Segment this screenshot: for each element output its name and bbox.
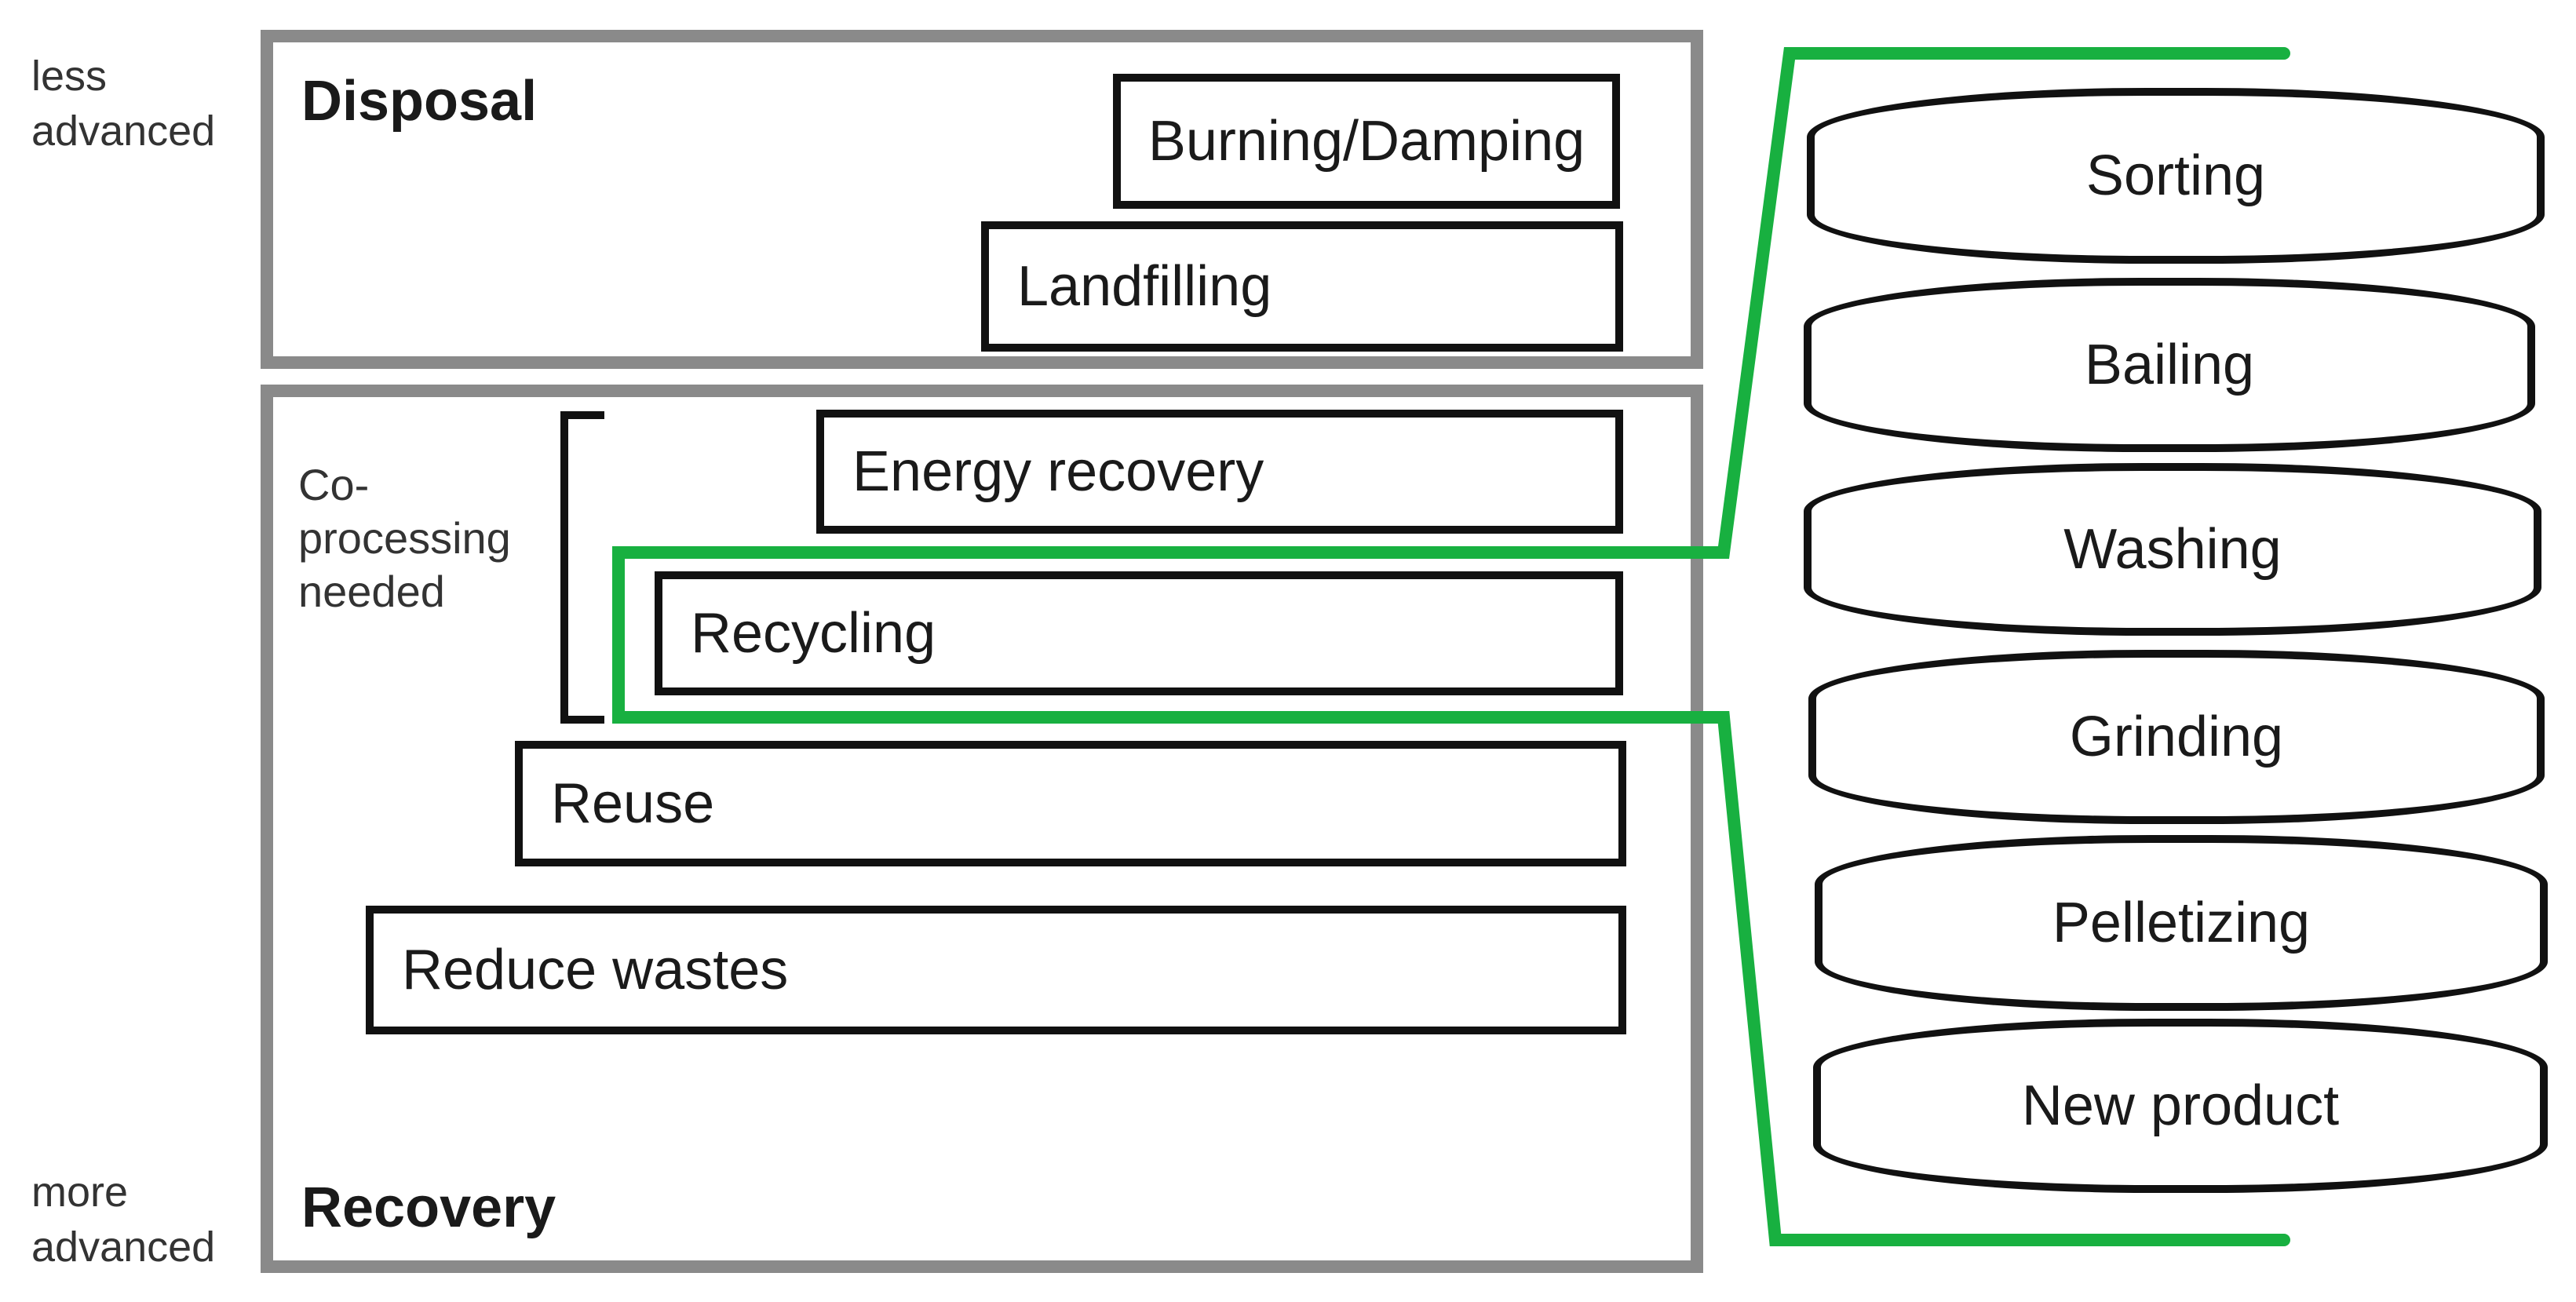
more-advanced-line-2: advanced [31,1224,216,1271]
process-step-pelletizing: Pelletizing [1815,835,2548,1011]
process-step-grinding: Grinding [1808,650,2545,824]
step-energy-recovery: Energy recovery [816,410,1623,534]
disposal-title: Disposal [301,70,538,133]
co-processing-line-3: needed [298,567,445,616]
more-advanced-label: more advanced [31,1165,215,1275]
step-landfilling: Landfilling [981,221,1623,352]
process-step-bailing: Bailing [1804,278,2535,452]
less-advanced-line-2: advanced [31,108,216,155]
less-advanced-label: less advanced [31,49,215,159]
step-reuse: Reuse [515,741,1626,866]
co-processing-bracket [560,411,604,724]
recovery-title: Recovery [301,1176,556,1239]
co-processing-line-2: processing [298,513,511,563]
process-step-washing: Washing [1804,463,2541,636]
step-burning-damping: Burning/Damping [1113,74,1620,209]
less-advanced-line-1: less [31,53,108,100]
connector-upper-line [612,47,2290,1246]
more-advanced-line-1: more [31,1169,129,1216]
process-step-new-product: New product [1813,1019,2548,1193]
step-reduce-wastes: Reduce wastes [366,906,1626,1034]
co-processing-line-1: Co- [298,460,370,509]
co-processing-note: Co- processing needed [298,458,511,618]
process-step-sorting: Sorting [1807,88,2545,264]
step-recycling: Recycling [655,571,1623,695]
